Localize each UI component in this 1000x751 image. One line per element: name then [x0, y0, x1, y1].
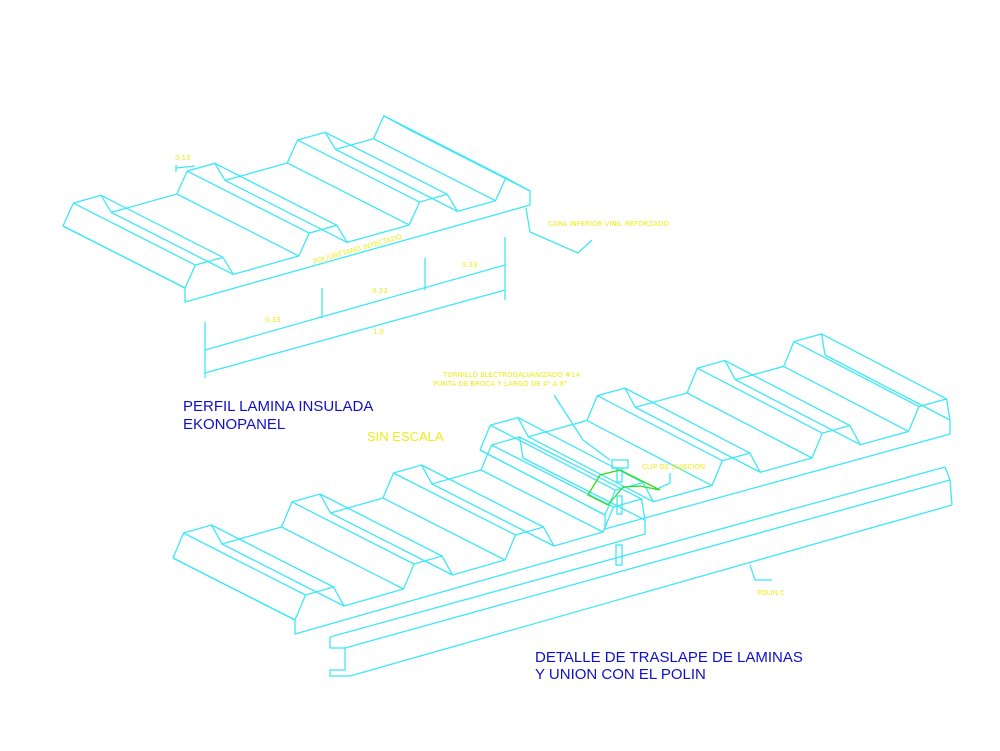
panel-edge [522, 457, 646, 521]
panel-edge [479, 449, 606, 516]
purlin-label: POLIN C [757, 589, 785, 597]
panel-edge [62, 225, 186, 289]
panel-edge [186, 170, 310, 234]
dimension-lines [175, 165, 593, 378]
panel-edge [184, 176, 531, 289]
scale-note: SIN ESCALA [367, 429, 444, 444]
dimension-3: 0.33 [462, 261, 478, 269]
dimension-1: 0.33 [265, 316, 281, 324]
panel-edge [62, 114, 409, 227]
panel-edge [291, 501, 415, 565]
panel-edge [490, 424, 616, 491]
panel-edge [479, 333, 826, 451]
bottom-title-line1: DETALLE DE TRASLAPE DE LAMINAS [535, 649, 803, 666]
lower-panel-left [172, 436, 646, 635]
panel-edge [821, 333, 947, 400]
panel-edge [221, 543, 345, 607]
panel-edge [634, 406, 761, 473]
panel-edge [281, 526, 404, 590]
panel-edge [100, 194, 224, 258]
panel-edge [624, 387, 751, 454]
panel-edge [297, 139, 420, 203]
panel-edge [111, 211, 234, 275]
dimension-total: 1.0 [373, 328, 384, 336]
panel-edge [824, 354, 951, 421]
screw-label-line2: PUNTA DE BROCA Y LARGO DE 4" A 8" [433, 380, 567, 388]
panel-edge [431, 483, 555, 547]
bottom-title-line2: Y UNION CON EL POLIN [535, 666, 706, 683]
panel-edge [373, 138, 496, 202]
panel-edge [597, 395, 723, 462]
panel-edge [735, 379, 861, 446]
panel-edge [697, 367, 823, 434]
panel-edge [491, 444, 614, 508]
panel-edge [335, 148, 458, 212]
top-panel [62, 114, 531, 303]
panel-edge [214, 162, 338, 226]
panel-edge [407, 128, 531, 192]
panel-edge [383, 115, 507, 179]
panel-edge [176, 193, 300, 257]
panel-edge [294, 498, 646, 621]
panel-edge [286, 162, 410, 226]
screw [553, 394, 671, 566]
panel-edge [184, 191, 531, 303]
fastening-clip [587, 469, 661, 506]
rib-dimension-text: 0.13 [175, 154, 191, 162]
panel-edge [211, 524, 334, 588]
screw-label-line1: TORNILLO ELECTROGALVANIZADO #14 [442, 371, 580, 379]
panel-edge [724, 359, 851, 427]
purlin-c [329, 466, 953, 677]
panel-edge [324, 131, 448, 195]
top-title-line1: PERFIL LAMINA INSULADA [183, 398, 373, 415]
panel-edge [783, 365, 909, 432]
panel-edge [382, 497, 506, 561]
panel-edge [686, 392, 813, 459]
lower-panel-right [479, 333, 951, 530]
top-title-line2: EKONOPANEL [183, 416, 285, 433]
panel-edge [294, 520, 646, 635]
clip-label: CLIP DE SUJECION [642, 463, 705, 471]
panel-edge [793, 340, 920, 408]
panel-edge [421, 464, 544, 528]
panel-edge [330, 512, 453, 576]
panel-edge [73, 202, 196, 266]
panel-edge [528, 436, 654, 503]
panel-edge [604, 420, 951, 530]
core-label: POLIURETANO INYECTADO [312, 233, 403, 266]
panel-edge [172, 436, 524, 559]
panel-edge [224, 179, 348, 243]
panel-edge [586, 419, 713, 487]
underside-label: CARA INFERIOR VINIL REFORZADO [548, 220, 669, 228]
panel-edge [319, 493, 443, 557]
panels-group [62, 114, 951, 635]
panel-edge [480, 469, 604, 533]
panel-edge [183, 532, 306, 596]
panel-edge [393, 472, 516, 536]
panel-edge [172, 557, 296, 621]
dimension-2: 0.33 [372, 287, 388, 295]
panel-edge [604, 398, 951, 516]
